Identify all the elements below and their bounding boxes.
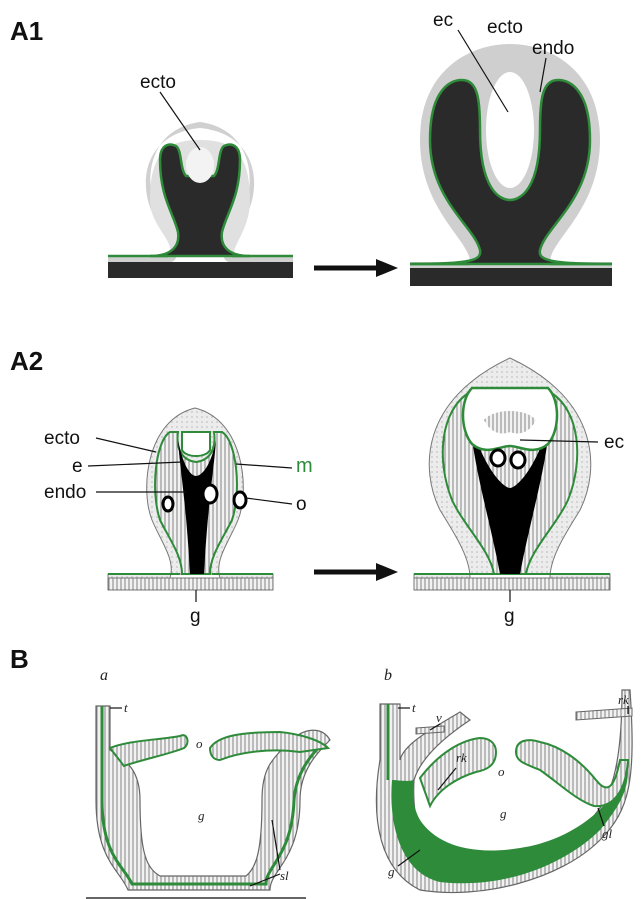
label-b-b-sub: b xyxy=(384,667,392,684)
leader-a2-ecto xyxy=(96,438,156,452)
leader-a1-ecto xyxy=(160,92,200,150)
label-a2-left-m: m xyxy=(296,455,313,477)
panel-label-a1: A1 xyxy=(10,16,43,46)
arrow-a1 xyxy=(314,259,398,277)
label-a2-left-g: g xyxy=(190,606,201,627)
label-a2-right-ec: ec xyxy=(604,432,624,453)
label-b-a-o: o xyxy=(196,736,203,751)
arrow-a2 xyxy=(314,563,398,581)
label-a1-right-endo: endo xyxy=(532,38,574,59)
label-b-b-v: v xyxy=(436,710,442,725)
label-a2-right-g: g xyxy=(504,606,515,627)
label-b-a-g: g xyxy=(198,808,205,823)
b-a-diagram xyxy=(86,706,330,898)
leader-a2-m xyxy=(236,464,292,468)
a2-left-diagram xyxy=(108,408,273,590)
b-b-diagram xyxy=(376,690,632,893)
leader-a2-o xyxy=(246,498,292,504)
label-b-a-sl: sl xyxy=(280,868,289,883)
panel-label-a2: A2 xyxy=(10,346,43,376)
label-a1-right-ec: ec xyxy=(433,10,453,31)
a1-left-diagram xyxy=(108,122,293,278)
label-a2-left-o: o xyxy=(296,494,307,515)
label-a2-left-endo: endo xyxy=(44,482,86,503)
a2-right-diagram xyxy=(414,358,610,590)
label-b-b-g-outer: g xyxy=(388,864,395,879)
label-a2-left-ecto: ecto xyxy=(44,428,80,449)
label-a1-right-ecto: ecto xyxy=(487,17,523,38)
label-a2-left-e: e xyxy=(72,456,83,477)
a1-right-diagram xyxy=(410,44,612,286)
label-a1-left-ecto: ecto xyxy=(140,72,176,93)
label-b-b-rk-left: rk xyxy=(456,750,467,765)
panel-label-b: B xyxy=(10,644,29,674)
label-b-b-rk-right: rk xyxy=(618,692,629,707)
label-b-b-o: o xyxy=(498,764,505,779)
label-b-a-t: t xyxy=(124,700,128,715)
label-b-b-g-inner: g xyxy=(500,806,507,821)
label-b-a-sub: a xyxy=(100,667,108,684)
label-b-b-t: t xyxy=(412,700,416,715)
label-b-b-gl: gl xyxy=(602,826,613,841)
